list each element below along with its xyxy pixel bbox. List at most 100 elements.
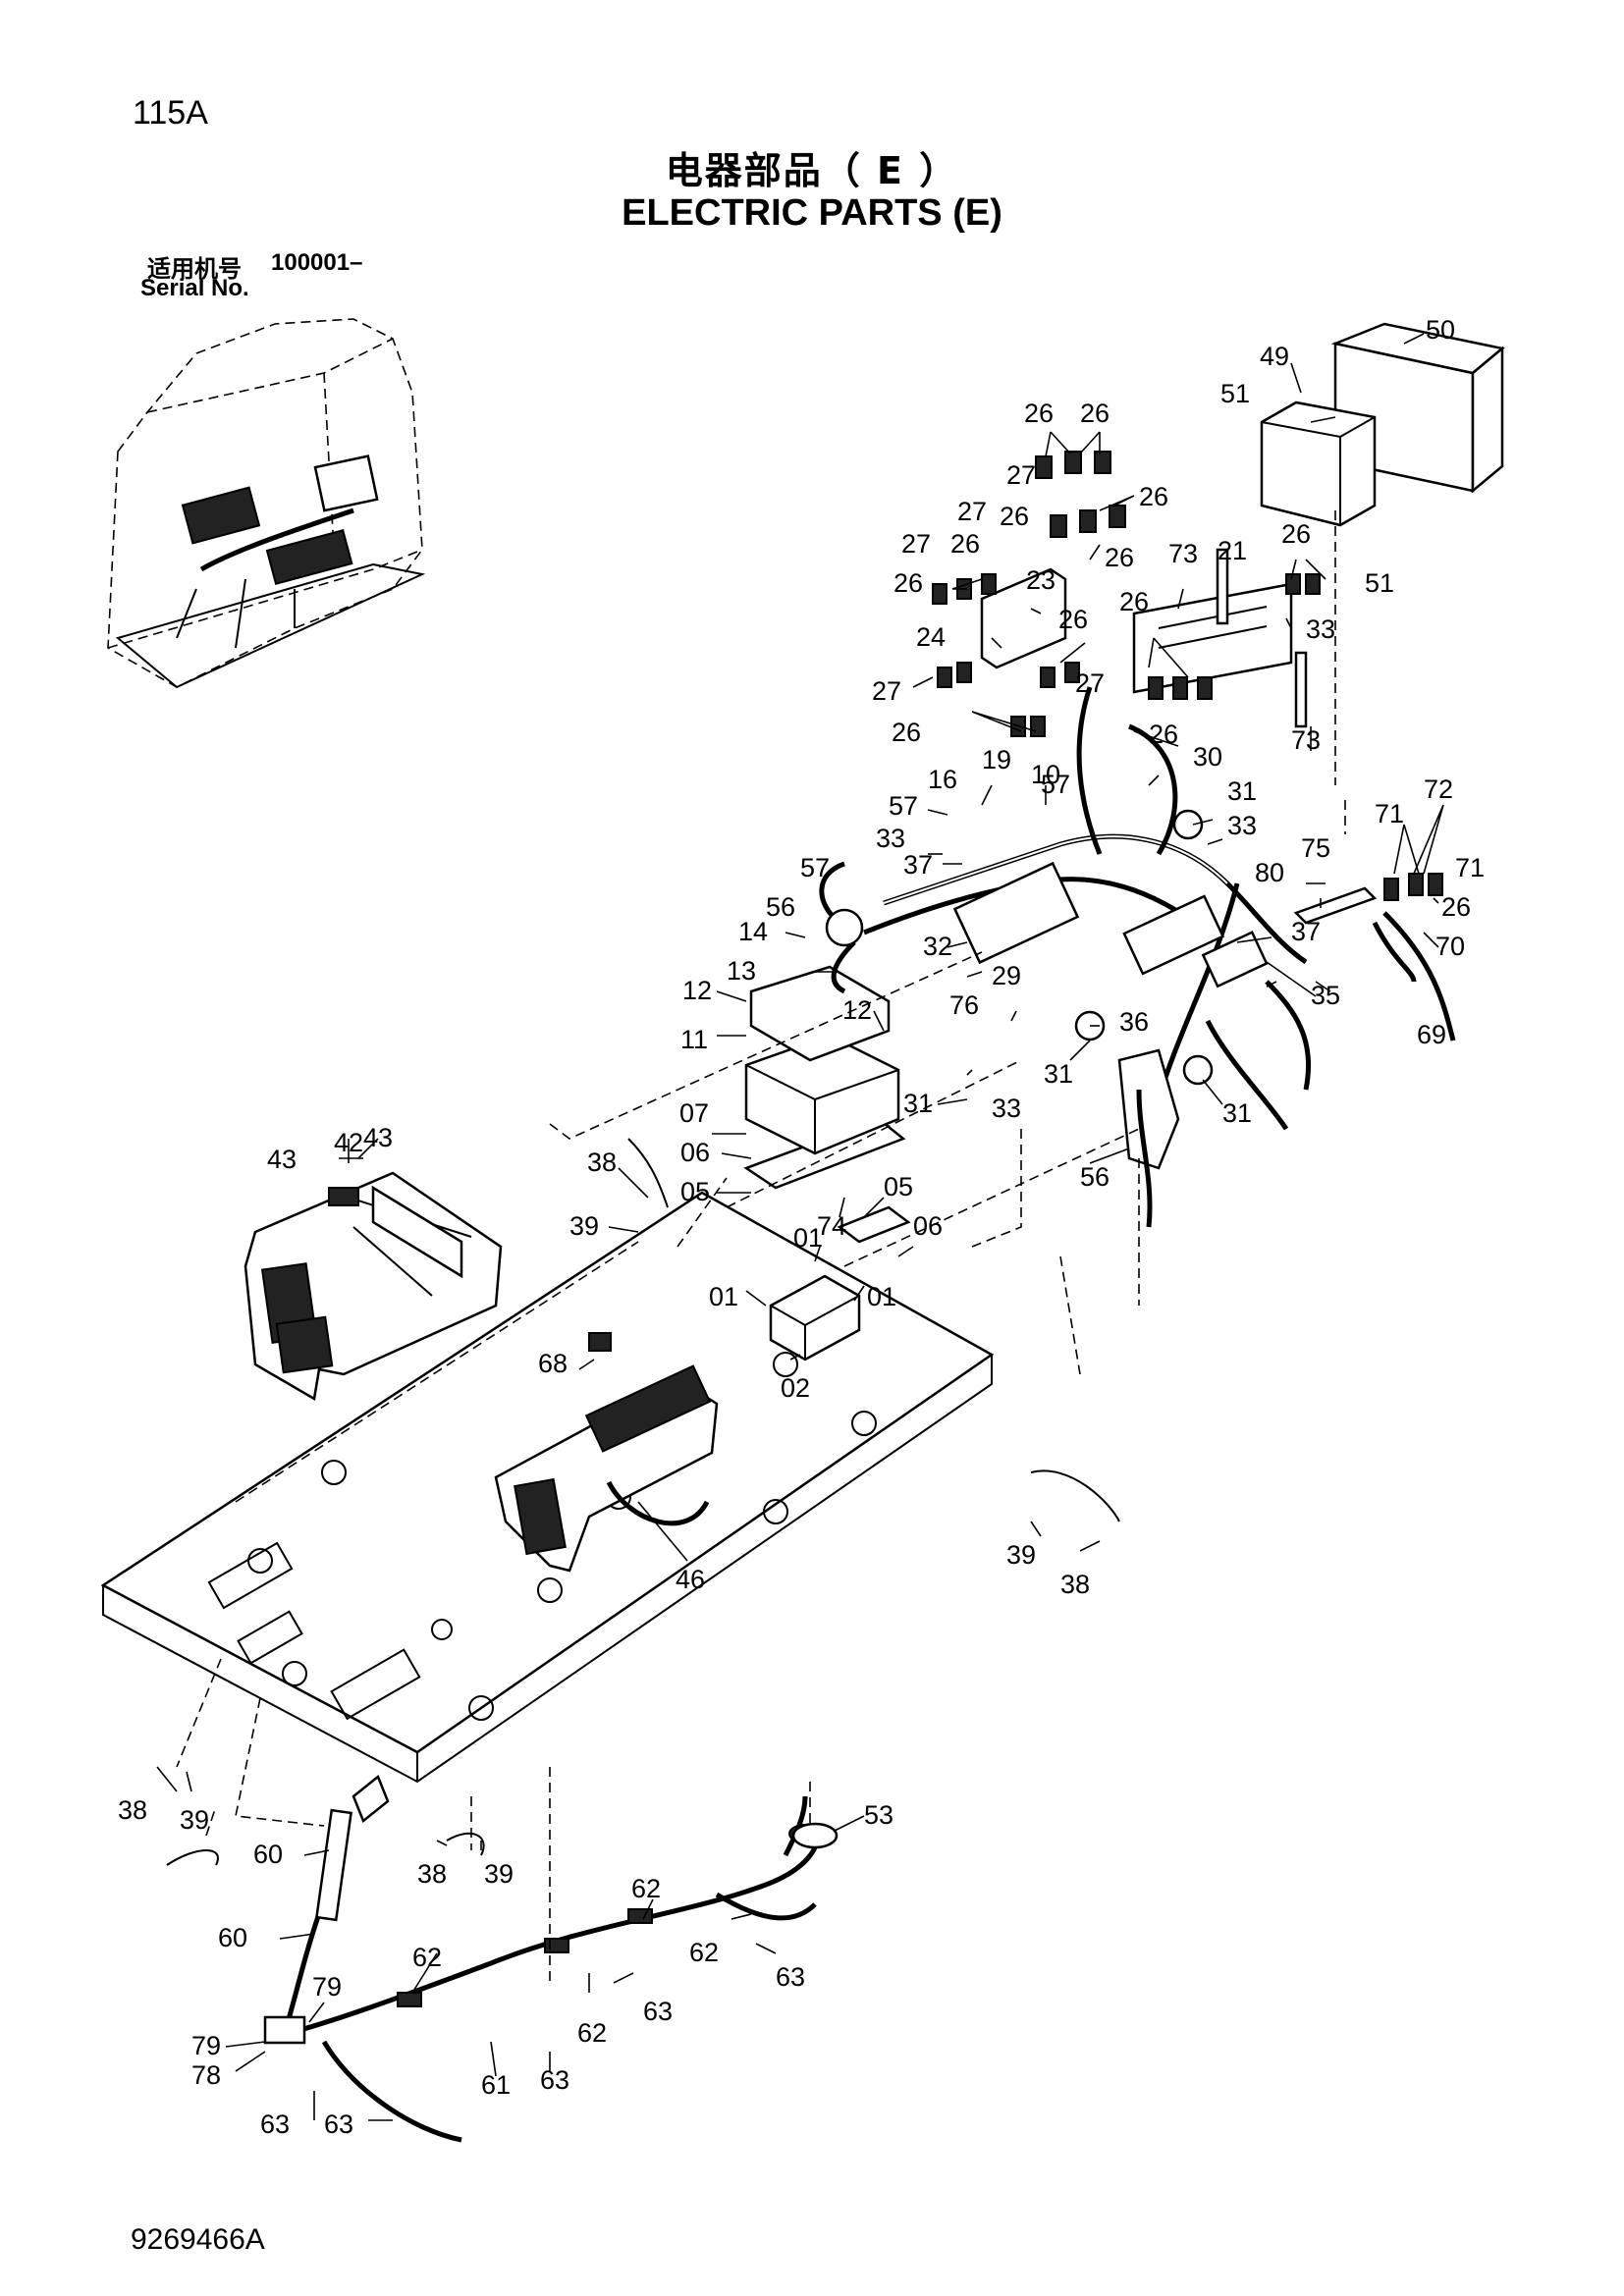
callout-33: 33 — [1306, 614, 1335, 644]
callout-23: 23 — [1026, 565, 1056, 595]
callout-02: 02 — [781, 1373, 810, 1403]
callout-63: 63 — [776, 1962, 805, 1992]
callout-26: 26 — [1058, 605, 1088, 634]
callout-71: 71 — [1455, 853, 1485, 882]
callout-labels: 50 49 51 51 26 26 27 26 27 26 26 27 26 2… — [118, 315, 1485, 2139]
callout-42: 42 — [334, 1128, 363, 1157]
callout-33: 33 — [876, 824, 905, 853]
callout-56: 56 — [1080, 1162, 1110, 1192]
drawing-number: 9269466A — [131, 2223, 265, 2256]
callout-62: 62 — [689, 1938, 719, 1967]
callout-29: 29 — [992, 961, 1021, 990]
callout-07: 07 — [679, 1098, 709, 1128]
callout-14: 14 — [738, 917, 768, 946]
callout-50: 50 — [1426, 315, 1455, 345]
callout-63: 63 — [643, 1997, 673, 2026]
callout-63: 63 — [540, 2065, 569, 2095]
cab-overview-illustration — [107, 318, 426, 689]
callout-36: 36 — [1119, 1007, 1149, 1037]
callout-39: 39 — [1006, 1540, 1036, 1570]
callout-27: 27 — [1006, 460, 1036, 490]
callout-26: 26 — [1105, 543, 1134, 572]
callout-10: 10 — [1031, 760, 1060, 789]
callout-27: 27 — [957, 497, 987, 526]
callout-37: 37 — [903, 850, 933, 880]
callout-26: 26 — [1149, 720, 1178, 749]
callout-57: 57 — [1041, 770, 1070, 799]
callout-53: 53 — [864, 1800, 893, 1830]
callout-21: 21 — [1218, 536, 1247, 565]
callout-43: 43 — [363, 1123, 393, 1152]
callout-62: 62 — [631, 1874, 661, 1903]
control-box — [1260, 322, 1505, 527]
right-console — [244, 1171, 503, 1401]
serial-label-cn: 适用机号 — [147, 255, 242, 283]
callout-38: 38 — [1060, 1570, 1090, 1599]
callout-63: 63 — [324, 2109, 353, 2139]
callout-27: 27 — [901, 529, 931, 559]
callout-39: 39 — [484, 1859, 514, 1889]
callout-05: 05 — [884, 1172, 913, 1201]
callout-75: 75 — [1301, 833, 1330, 863]
main-wiring-harness — [819, 686, 1308, 1228]
callout-32: 32 — [923, 932, 952, 961]
leader-lines — [156, 333, 1444, 2121]
callout-31: 31 — [903, 1089, 933, 1118]
callout-31: 31 — [1222, 1098, 1252, 1128]
page-number: 115A — [133, 94, 208, 132]
left-console — [494, 1332, 719, 1573]
callout-31: 31 — [1044, 1059, 1073, 1089]
callout-79: 79 — [312, 1972, 342, 2002]
callout-31: 31 — [1227, 776, 1257, 806]
callout-60: 60 — [253, 1840, 283, 1869]
callout-38: 38 — [118, 1795, 147, 1825]
callout-62: 62 — [577, 2018, 607, 2048]
callout-11: 11 — [680, 1025, 708, 1054]
callout-26: 26 — [950, 529, 980, 559]
callout-06: 06 — [913, 1211, 943, 1241]
callout-63: 63 — [260, 2109, 290, 2139]
callout-39: 39 — [569, 1211, 599, 1241]
callout-26: 26 — [893, 568, 923, 598]
callout-35: 35 — [1311, 981, 1340, 1010]
callout-26: 26 — [1119, 587, 1149, 616]
serial-label-en: Serial No. — [140, 275, 249, 301]
callout-70: 70 — [1435, 932, 1465, 961]
callout-26: 26 — [892, 718, 921, 747]
callout-13: 13 — [727, 956, 756, 986]
callout-38: 38 — [417, 1859, 447, 1889]
callout-38: 38 — [587, 1148, 617, 1177]
callout-78: 78 — [191, 2060, 221, 2090]
callout-68: 68 — [538, 1349, 568, 1378]
callout-49: 49 — [1260, 342, 1289, 371]
callout-06: 06 — [680, 1138, 710, 1167]
callout-60: 60 — [218, 1923, 247, 1952]
callout-56: 56 — [766, 892, 795, 922]
assembly-lines — [176, 510, 1346, 1983]
callout-33: 33 — [1227, 811, 1257, 840]
page-title-en: ELECTRIC PARTS (E) — [622, 192, 1002, 234]
callout-73: 73 — [1291, 725, 1321, 755]
callout-26: 26 — [1139, 482, 1168, 511]
callout-51: 51 — [1365, 568, 1394, 598]
controller-assembly — [743, 965, 911, 1362]
callout-16: 16 — [928, 765, 957, 794]
page-title-cn: 电器部品（ E ） — [665, 149, 959, 192]
callout-26: 26 — [1281, 519, 1311, 549]
callout-57: 57 — [889, 791, 918, 821]
callout-71: 71 — [1375, 799, 1404, 828]
callout-62: 62 — [412, 1943, 442, 1972]
callout-26: 26 — [1024, 399, 1054, 428]
callout-69: 69 — [1417, 1020, 1446, 1049]
callout-37: 37 — [1291, 917, 1321, 946]
callout-19: 19 — [982, 745, 1011, 774]
callout-39: 39 — [180, 1805, 209, 1835]
callout-80: 80 — [1255, 858, 1284, 887]
callout-73: 73 — [1168, 539, 1198, 568]
callout-01: 01 — [793, 1223, 823, 1253]
right-side-harness — [1074, 809, 1456, 1091]
callout-01: 01 — [867, 1282, 896, 1311]
callout-43: 43 — [267, 1145, 297, 1174]
callout-27: 27 — [872, 676, 901, 706]
